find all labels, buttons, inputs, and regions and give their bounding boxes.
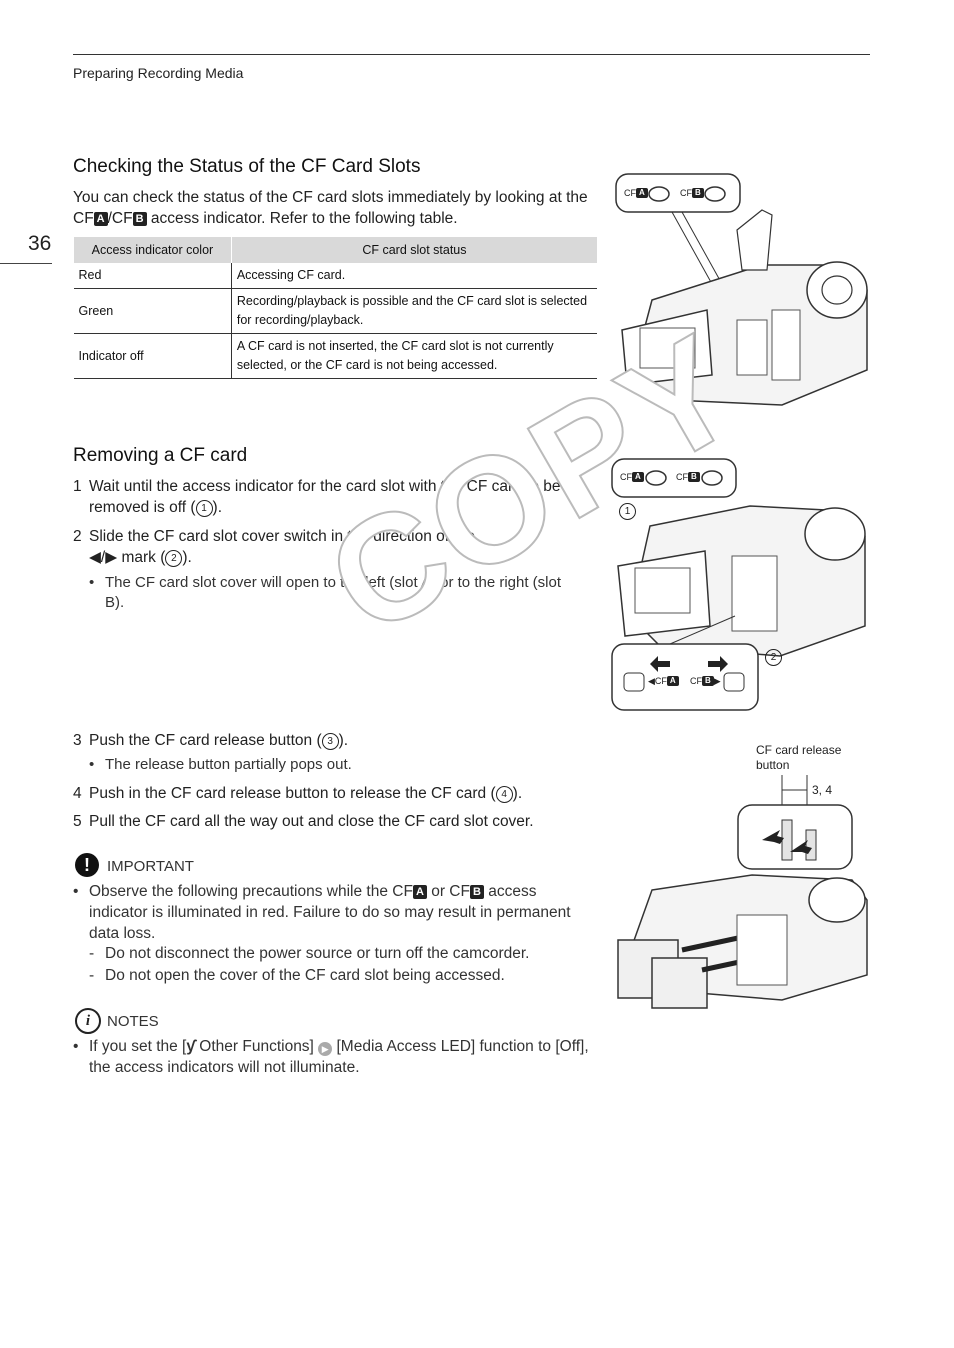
- fig3-callout: 3, 4: [812, 783, 833, 797]
- table-header-row: Access indicator color CF card slot stat…: [73, 237, 597, 263]
- camcorder-illustration-2: [611, 458, 866, 711]
- callout-circle: 3: [321, 733, 339, 750]
- menu-arrow-icon: ▶: [318, 1042, 333, 1056]
- table-cell: Recording/playback is possible and the C…: [231, 288, 597, 334]
- notes-icon: i: [75, 1008, 101, 1034]
- callout-circle: 1: [195, 500, 213, 517]
- section-title-removing: Removing a CF card: [73, 445, 248, 466]
- slot-a-key: A: [93, 212, 108, 226]
- step-number: 1: [73, 478, 82, 495]
- step-2-bullet: • The CF card slot cover will open to th…: [89, 574, 562, 611]
- important-dash-2: -Do not open the cover of the CF card sl…: [89, 967, 505, 984]
- important-bullet: • Observe the following precautions whil…: [73, 883, 571, 942]
- table-cell: Indicator off: [73, 333, 232, 379]
- important-icon: !: [75, 853, 99, 877]
- slot-b-key: B: [132, 212, 147, 226]
- step-number: 4: [73, 785, 82, 802]
- step-1: 1 Wait until the access indicator for th…: [73, 478, 561, 517]
- notes-bullet: • If you set the [ƴ Other Functions] ▶ […: [73, 1038, 589, 1076]
- table-cell: Red: [73, 263, 232, 289]
- step-number: 2: [73, 528, 82, 545]
- slot-b-key: B: [469, 885, 484, 899]
- intro-cf-a: CF: [73, 210, 94, 227]
- intro-cf-b: /CF: [107, 210, 133, 227]
- bullet-icon: •: [89, 574, 95, 591]
- fig2-callout-2: 2: [765, 649, 782, 666]
- important-label: IMPORTANT: [107, 858, 194, 875]
- bullet-icon: •: [73, 883, 79, 900]
- camcorder-illustration-3: [617, 775, 868, 1009]
- table-row: Indicator off A CF card is not inserted,…: [73, 333, 597, 379]
- slot-a-key: A: [412, 885, 427, 899]
- page-number: 36: [28, 232, 52, 255]
- callout-circle: 2: [165, 550, 183, 567]
- step-number: 5: [73, 813, 82, 830]
- step-4: 4 Push in the CF card release button to …: [73, 785, 523, 803]
- section-title-status: Checking the Status of the CF Card Slots: [73, 156, 421, 177]
- callout-circle: 4: [495, 786, 513, 803]
- arrow-mark-icon: ◀/▶: [89, 549, 118, 566]
- table-cell: A CF card is not inserted, the CF card s…: [231, 333, 597, 379]
- section-intro: You can check the status of the CF card …: [73, 187, 613, 229]
- step-3: 3 Push the CF card release button (3).: [73, 732, 349, 750]
- step-2: 2 Slide the CF card slot cover switch in…: [73, 528, 475, 567]
- intro-rest: access indicator. Refer to the following…: [146, 210, 458, 227]
- table-header-color: Access indicator color: [73, 237, 232, 263]
- wrench-icon: ƴ: [186, 1038, 195, 1055]
- bullet-icon: •: [89, 756, 95, 773]
- table-row: Red Accessing CF card.: [73, 263, 597, 289]
- table-cell: Green: [73, 288, 232, 334]
- page-number-rule: [0, 263, 52, 264]
- table-header-status: CF card slot status: [230, 237, 597, 263]
- camcorder-illustration-1: [615, 173, 868, 406]
- table-cell: Accessing CF card.: [231, 263, 597, 289]
- table-row: Green Recording/playback is possible and…: [73, 288, 597, 334]
- figure-card-release: CF card release button 3, 4: [612, 740, 872, 1010]
- bullet-icon: •: [73, 1038, 79, 1055]
- notes-label: NOTES: [107, 1013, 159, 1030]
- fig3-caption: CF card release button: [756, 743, 842, 772]
- header-section-title: Preparing Recording Media: [73, 65, 244, 81]
- step-3-bullet: • The release button partially pops out.: [89, 756, 352, 773]
- fig2-callout-1: 1: [619, 503, 636, 520]
- header-rule: [73, 54, 870, 55]
- status-table: Access indicator color CF card slot stat…: [73, 237, 597, 379]
- step-5: 5 Pull the CF card all the way out and c…: [73, 813, 534, 830]
- intro-line-1: You can check the status of the CF card …: [73, 189, 588, 206]
- important-dash-1: -Do not disconnect the power source or t…: [89, 945, 530, 962]
- step-number: 3: [73, 732, 82, 749]
